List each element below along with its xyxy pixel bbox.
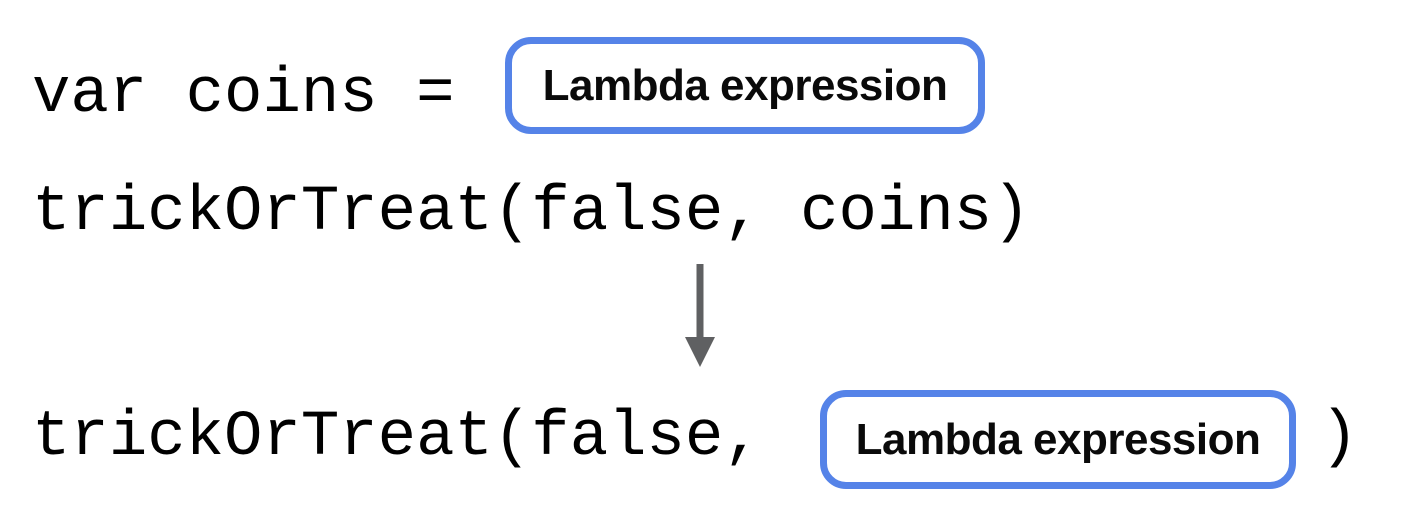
code-var-declaration: var coins = xyxy=(32,59,455,131)
lambda-expression-chip-top: Lambda expression xyxy=(505,37,985,134)
lambda-expression-label: Lambda expression xyxy=(855,414,1261,464)
code-call-with-variable: trickOrTreat(false, coins) xyxy=(32,177,1031,249)
lambda-expression-chip-bottom: Lambda expression xyxy=(820,390,1296,489)
code-call-prefix: trickOrTreat(false, xyxy=(32,402,762,474)
down-arrow-icon xyxy=(685,264,715,367)
code-closing-paren: ) xyxy=(1320,402,1359,474)
lambda-expression-label: Lambda expression xyxy=(542,60,948,110)
